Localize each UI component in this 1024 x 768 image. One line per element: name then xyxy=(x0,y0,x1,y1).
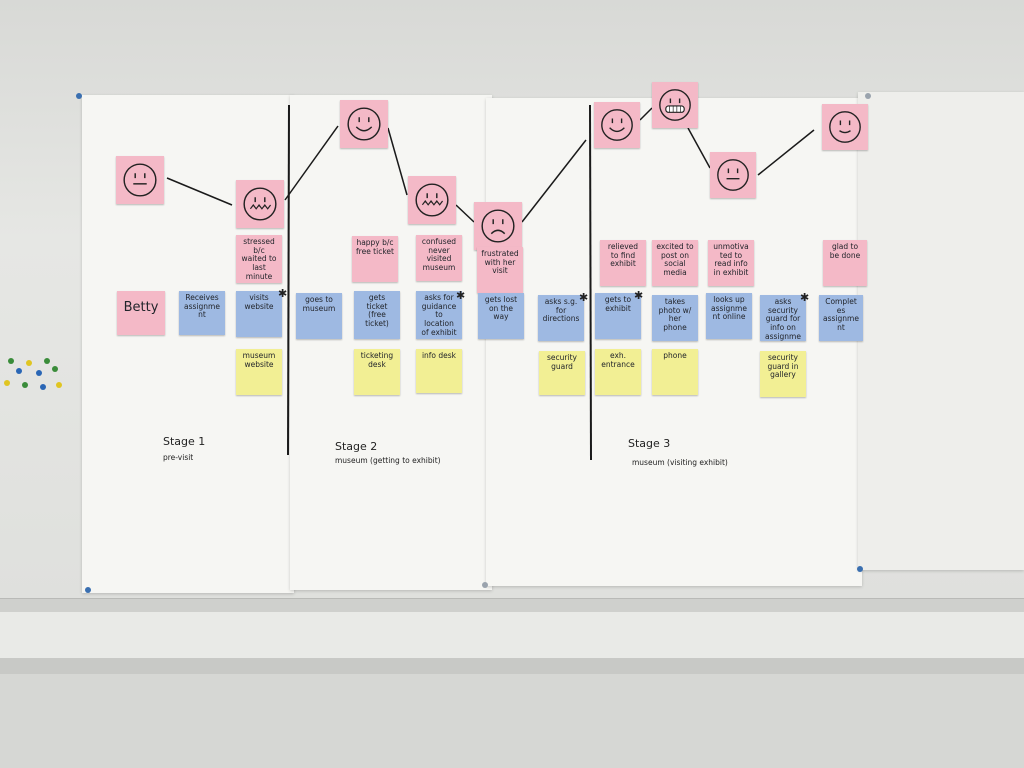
touchpoint-note: phone xyxy=(652,349,698,395)
emotion-face-happy-icon xyxy=(594,102,640,148)
stage-title: Stage 1 xyxy=(163,435,206,448)
action-note: asks security guard for info on assignme… xyxy=(760,295,806,341)
emotion-line xyxy=(455,204,475,223)
wall-ledge xyxy=(0,598,1024,613)
star-icon: ✱ xyxy=(634,289,644,302)
action-note: gets lost on the way xyxy=(478,293,524,339)
stage-divider xyxy=(287,104,290,456)
emotion-line xyxy=(639,107,653,121)
emotion-face-distressed-icon xyxy=(236,180,284,228)
emotion-face-neutral-icon xyxy=(710,152,756,198)
touchpoint-note: exh. entrance xyxy=(595,349,641,395)
push-pin xyxy=(85,587,91,593)
stage-title: Stage 2 xyxy=(335,440,378,453)
emotion-note: frustrated with her visit xyxy=(477,247,523,293)
push-pin xyxy=(857,566,863,572)
emotion-line xyxy=(387,127,408,196)
touchpoint-note: ticketing desk xyxy=(354,349,400,395)
emotion-note: unmotivated to read info in exhibit xyxy=(708,240,754,286)
touchpoint-note: security guard in gallery xyxy=(760,351,806,397)
emotion-note: confused never visited museum xyxy=(416,235,462,281)
action-note: gets ticket (free ticket) xyxy=(354,291,400,339)
stage-subtitle: museum (visiting exhibit) xyxy=(632,458,728,467)
emotion-face-distressed-icon xyxy=(408,176,456,224)
emotion-note: relieved to find exhibit xyxy=(600,240,646,286)
stage-subtitle: museum (getting to exhibit) xyxy=(335,456,441,465)
stage-subtitle: pre-visit xyxy=(163,453,194,462)
action-note: goes to museum xyxy=(296,293,342,339)
action-note: visits website xyxy=(236,291,282,337)
emotion-line xyxy=(687,127,711,169)
persona-note: Betty xyxy=(117,291,165,335)
paper-sheet-3 xyxy=(486,98,862,586)
stage-divider xyxy=(589,104,592,461)
push-pin xyxy=(76,93,82,99)
stage-title: Stage 3 xyxy=(628,437,671,450)
touchpoint-note: security guard xyxy=(539,351,585,395)
emotion-face-neutral-icon xyxy=(116,156,164,204)
action-note: Completes assignment xyxy=(819,295,863,341)
star-icon: ✱ xyxy=(800,291,810,304)
pin-cluster xyxy=(0,350,70,400)
emotion-note: glad to be done xyxy=(823,240,867,286)
action-note: asks for guidance to location of exhibit xyxy=(416,291,462,339)
star-icon: ✱ xyxy=(456,289,466,302)
emotion-line xyxy=(284,125,339,201)
emotion-note: stressed b/c waited to last minute xyxy=(236,235,282,283)
emotion-note: excited to post on social media xyxy=(652,240,698,286)
touchpoint-note: museum website xyxy=(236,349,282,395)
emotion-face-sad-icon xyxy=(474,202,522,250)
paper-sheet-2 xyxy=(290,95,492,590)
star-icon: ✱ xyxy=(579,291,589,304)
touchpoint-note: info desk xyxy=(416,349,462,393)
action-note: Receives assignment xyxy=(179,291,225,335)
wall-ledge xyxy=(0,612,1024,658)
push-pin xyxy=(865,93,871,99)
emotion-line xyxy=(521,139,587,223)
emotion-note: happy b/c free ticket xyxy=(352,236,398,282)
wall-ledge xyxy=(0,658,1024,674)
action-note: asks s.g. for directions xyxy=(538,295,584,341)
action-note: gets to exhibit xyxy=(595,293,641,339)
paper-sheet-4 xyxy=(858,92,1024,570)
emotion-face-happy-icon xyxy=(340,100,388,148)
emotion-face-content-icon xyxy=(822,104,868,150)
action-note: takes photo w/ her phone xyxy=(652,295,698,341)
star-icon: ✱ xyxy=(278,287,288,300)
push-pin xyxy=(482,582,488,588)
emotion-line xyxy=(757,129,815,176)
emotion-line xyxy=(166,177,233,206)
action-note: looks up assignment online xyxy=(706,293,752,339)
wall-ledge xyxy=(0,674,1024,768)
emotion-face-very-happy-icon xyxy=(652,82,698,128)
